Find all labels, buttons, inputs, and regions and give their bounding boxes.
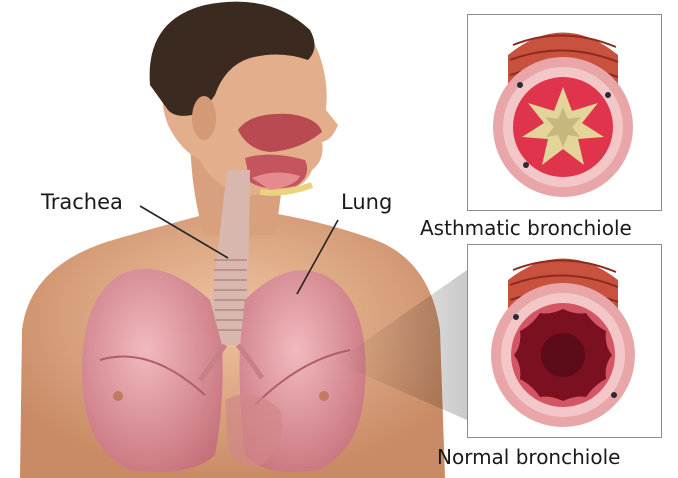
left-nipple (113, 391, 123, 401)
ear (192, 96, 216, 140)
right-nipple (319, 391, 329, 401)
normal-bronchiole-panel (467, 244, 662, 438)
asthmatic-bronchiole-panel (467, 14, 662, 211)
trachea-label: Trachea (41, 190, 123, 214)
asthmatic-bronchiole-label: Asthmatic bronchiole (420, 216, 632, 240)
normal-bronchiole-icon (468, 245, 660, 436)
asthmatic-bronchiole-icon (468, 15, 660, 209)
lung-label: Lung (341, 190, 392, 214)
normal-bronchiole-label: Normal bronchiole (437, 445, 620, 469)
left-lung (82, 269, 223, 472)
